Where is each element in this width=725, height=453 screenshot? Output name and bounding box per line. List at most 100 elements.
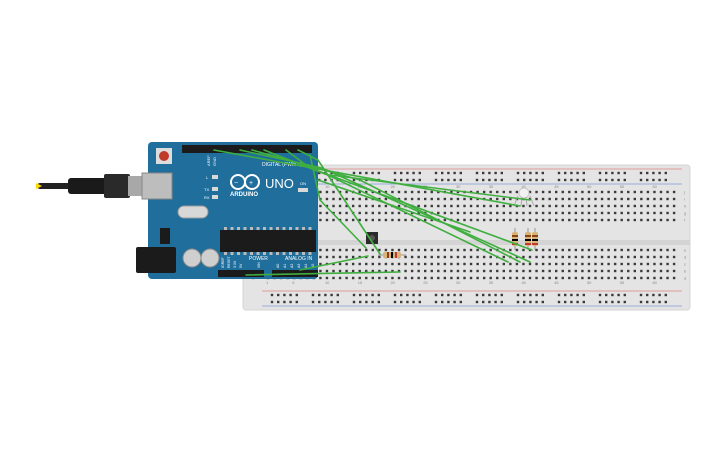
breadboard-hole[interactable] [666,211,669,215]
breadboard-hole[interactable] [633,276,636,280]
breadboard-hole[interactable] [345,248,348,252]
breadboard-hole[interactable] [581,197,584,201]
breadboard-hole[interactable] [325,190,329,194]
breadboard-hole[interactable] [358,218,361,222]
breadboard-hole[interactable] [500,178,503,182]
breadboard-hole[interactable] [623,171,626,175]
breadboard-hole[interactable] [581,218,584,222]
breadboard-hole[interactable] [613,197,617,201]
breadboard-hole[interactable] [430,262,433,266]
breadboard-hole[interactable] [476,211,479,215]
breadboard-hole[interactable] [378,269,381,273]
breadboard-hole[interactable] [659,255,663,259]
breadboard-hole[interactable] [365,190,368,194]
breadboard-hole[interactable] [424,276,427,280]
breadboard-hole[interactable] [664,171,667,175]
breadboard-hole[interactable] [488,171,491,175]
breadboard-hole[interactable] [666,190,669,194]
breadboard-hole[interactable] [358,262,361,266]
breadboard-hole[interactable] [640,204,643,208]
breadboard-hole[interactable] [607,197,610,201]
breadboard-hole[interactable] [489,262,492,266]
breadboard-hole[interactable] [319,204,322,208]
breadboard-hole[interactable] [509,211,512,215]
breadboard-hole[interactable] [318,300,321,304]
breadboard-hole[interactable] [345,262,348,266]
breadboard-hole[interactable] [653,255,656,259]
breadboard-hole[interactable] [587,204,591,208]
breadboard-hole[interactable] [509,204,512,208]
breadboard-hole[interactable] [351,262,355,266]
breadboard-hole[interactable] [522,262,525,266]
breadboard-hole[interactable] [469,276,473,280]
breadboard-hole[interactable] [494,293,497,297]
wire[interactable] [285,149,533,251]
breadboard-hole[interactable] [620,269,623,273]
breadboard-hole[interactable] [443,204,447,208]
breadboard-hole[interactable] [463,211,466,215]
breadboard-hole[interactable] [319,211,322,215]
breadboard-hole[interactable] [352,300,356,304]
wire[interactable] [299,255,369,271]
breadboard-hole[interactable] [633,218,636,222]
breadboard-hole[interactable] [469,248,473,252]
breadboard-hole[interactable] [555,276,558,280]
breadboard-hole[interactable] [564,293,567,297]
breadboard-hole[interactable] [358,269,361,273]
breadboard-hole[interactable] [633,204,636,208]
breadboard-hole[interactable] [437,197,440,201]
breadboard-hole[interactable] [450,248,453,252]
breadboard-hole[interactable] [325,276,329,280]
breadboard-hole[interactable] [639,178,643,182]
breadboard-hole[interactable] [476,190,479,194]
breadboard-hole[interactable] [295,293,298,297]
breadboard-hole[interactable] [418,171,421,175]
breadboard-hole[interactable] [627,262,630,266]
breadboard-hole[interactable] [412,171,415,175]
breadboard-hole[interactable] [658,300,661,304]
breadboard-hole[interactable] [430,197,433,201]
breadboard-hole[interactable] [587,218,591,222]
breadboard-hole[interactable] [613,248,617,252]
breadboard-hole[interactable] [418,293,421,297]
breadboard-hole[interactable] [318,171,321,175]
breadboard-hole[interactable] [417,190,420,194]
breadboard-hole[interactable] [672,211,676,215]
breadboard-hole[interactable] [652,300,655,304]
breadboard-hole[interactable] [653,248,656,252]
breadboard-hole[interactable] [659,204,663,208]
breadboard-hole[interactable] [450,204,453,208]
breadboard-hole[interactable] [437,248,440,252]
breadboard-hole[interactable] [391,262,394,266]
breadboard-hole[interactable] [494,171,497,175]
breadboard-hole[interactable] [570,171,573,175]
breadboard-hole[interactable] [522,204,525,208]
breadboard-hole[interactable] [397,197,401,201]
breadboard-hole[interactable] [594,197,597,201]
breadboard-hole[interactable] [528,276,532,280]
breadboard-hole[interactable] [611,178,614,182]
breadboard-hole[interactable] [576,171,579,175]
breadboard-hole[interactable] [378,204,381,208]
breadboard-hole[interactable] [561,269,564,273]
breadboard-hole[interactable] [489,218,492,222]
breadboard-hole[interactable] [646,293,649,297]
breadboard-hole[interactable] [437,262,440,266]
breadboard-hole[interactable] [397,218,401,222]
breadboard-hole[interactable] [523,300,526,304]
breadboard-hole[interactable] [469,197,473,201]
breadboard-hole[interactable] [384,218,388,222]
breadboard-hole[interactable] [476,262,479,266]
breadboard-hole[interactable] [541,276,545,280]
breadboard-hole[interactable] [443,262,447,266]
breadboard-hole[interactable] [529,293,532,297]
breadboard-hole[interactable] [488,293,491,297]
breadboard-hole[interactable] [587,255,591,259]
breadboard-hole[interactable] [658,171,661,175]
breadboard-hole[interactable] [548,276,551,280]
breadboard-hole[interactable] [332,218,335,222]
breadboard-hole[interactable] [581,248,584,252]
breadboard-hole[interactable] [659,211,663,215]
breadboard-hole[interactable] [469,255,473,259]
breadboard-hole[interactable] [456,255,460,259]
